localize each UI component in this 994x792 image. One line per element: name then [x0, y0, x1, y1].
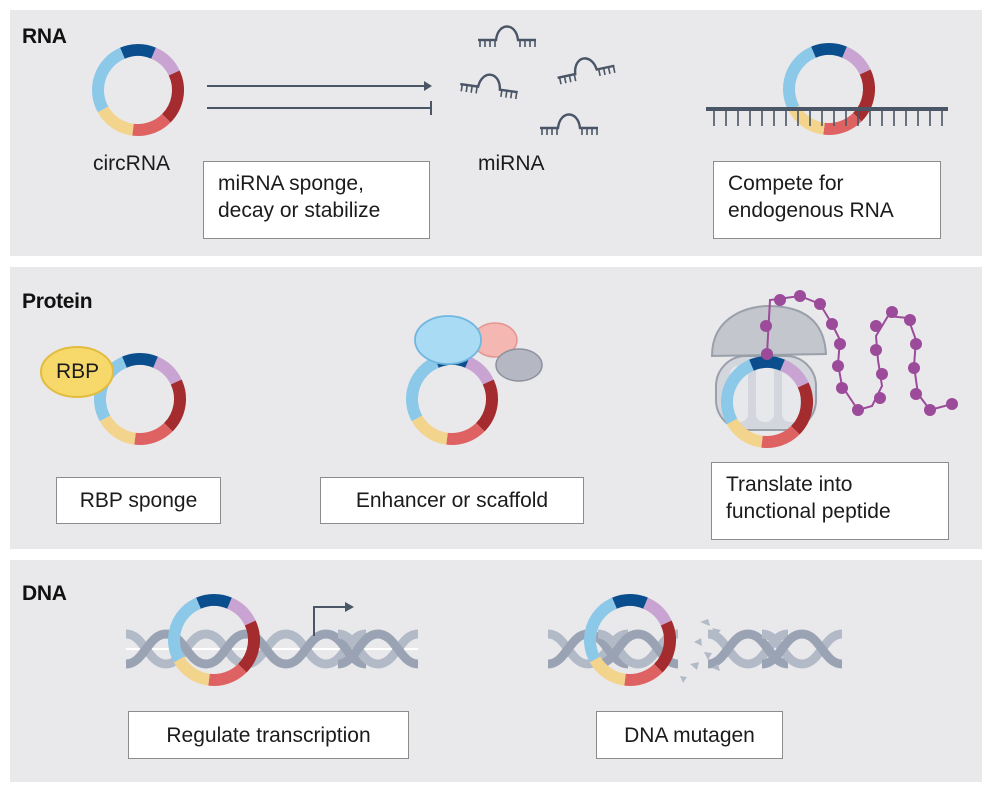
mirna-label: miRNA: [478, 152, 545, 175]
mirna-sponge-line2: decay or stabilize: [218, 199, 381, 222]
mirna-sponge-box: miRNA sponge, decay or stabilize: [203, 161, 430, 239]
enhancer-scaffold-box: Enhancer or scaffold: [320, 477, 584, 524]
rna-panel-title: RNA: [22, 25, 67, 48]
inhibit-arrow: [207, 101, 432, 115]
compete-rna-line2: endogenous RNA: [728, 199, 894, 222]
translate-peptide-line1: Translate into: [726, 473, 853, 496]
rbp-label: RBP: [56, 360, 100, 383]
enhancer-scaffold-text: Enhancer or scaffold: [355, 489, 549, 512]
endogenous-rna-strand: [706, 107, 948, 126]
translate-peptide-box: Translate into functional peptide: [711, 462, 949, 540]
dna-break-fragments: [680, 619, 721, 683]
circrna-label: circRNA: [93, 152, 170, 175]
translate-peptide-line2: functional peptide: [726, 500, 891, 523]
protein-blob-blue: [414, 315, 482, 365]
protein-panel-title: Protein: [22, 290, 93, 313]
regulate-transcription-text: Regulate transcription: [166, 723, 371, 747]
dna-mutagen-text: DNA mutagen: [624, 723, 755, 747]
circrna-ring: [412, 359, 492, 439]
compete-rna-box: Compete for endogenous RNA: [713, 161, 941, 239]
rbp-sponge-text: RBP sponge: [79, 489, 198, 512]
dna-mutagen-box: DNA mutagen: [596, 711, 783, 759]
mirna-sponge-line1: miRNA sponge,: [218, 172, 364, 195]
mirna-strand: [553, 51, 617, 86]
rbp-protein: [40, 346, 114, 398]
circrna-ring: [789, 49, 869, 129]
dna-panel-title: DNA: [22, 582, 67, 605]
regulate-transcription-box: Regulate transcription: [128, 711, 409, 759]
mirna-strand: [476, 25, 538, 49]
mirna-strand: [458, 69, 521, 101]
circrna-ring: [98, 50, 178, 130]
promote-arrow: [207, 81, 432, 91]
protein-blob-gray: [495, 348, 543, 382]
peptide-chain: [760, 290, 958, 416]
mirna-strand: [538, 113, 600, 137]
compete-rna-line1: Compete for: [728, 172, 844, 195]
transcription-start-arrow: [313, 602, 354, 636]
rbp-sponge-box: RBP sponge: [56, 477, 221, 524]
